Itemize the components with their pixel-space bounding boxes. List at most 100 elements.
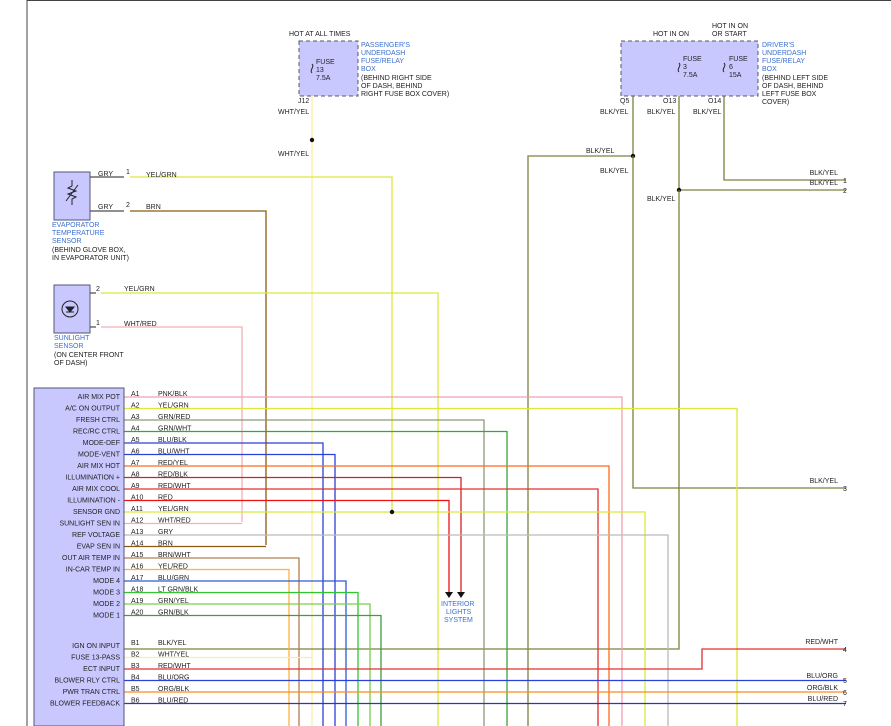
ecu-label-a20: MODE 1 — [93, 613, 120, 620]
pin-a8: A8 — [131, 472, 140, 479]
right-wire-label-3: BLK/YEL — [810, 478, 839, 485]
right-wire-number-5: 5 — [843, 678, 847, 685]
evap-note-2: IN EVAPORATOR UNIT) — [52, 255, 129, 262]
ecu-label-a2: A/C ON OUTPUT — [65, 406, 121, 413]
wire-label-a3: GRN/RED — [158, 414, 190, 421]
driver-box-title-2: UNDERDASH — [762, 50, 806, 57]
driver-wire-label-1: BLK/YEL — [600, 109, 629, 116]
sunlight-note-1: (ON CENTER FRONT — [54, 352, 124, 359]
wire-label-a4: GRN/WHT — [158, 426, 192, 433]
wire-label-b4: BLU/ORG — [158, 675, 190, 682]
pin-b6: B6 — [131, 698, 140, 705]
driver-wire-label-2: BLK/YEL — [647, 109, 676, 116]
ecu-label-b5: PWR TRAN CTRL — [63, 689, 121, 696]
climate-control-unit — [33, 387, 125, 726]
pin-a19: A19 — [131, 598, 144, 605]
evap-pin2-number: 2 — [126, 202, 130, 209]
fuse6-name: FUSE — [729, 56, 748, 63]
right-wire-number-2: 2 — [843, 188, 847, 195]
wire-A10 — [124, 499, 450, 596]
wire-label-a18: LT GRN/BLK — [158, 587, 199, 594]
hot-in-on-label: HOT IN ON — [653, 31, 689, 38]
pin-a5: A5 — [131, 437, 140, 444]
pin-a18: A18 — [131, 587, 144, 594]
wire-B3 — [124, 648, 846, 670]
wire-q5-blk-yel — [527, 96, 634, 726]
pin-a15: A15 — [131, 552, 144, 559]
wire-label-a14: BRN — [158, 541, 173, 548]
splice-sensor-gnd — [389, 509, 395, 515]
connector-o13: O13 — [663, 98, 676, 105]
wire-A17 — [124, 580, 347, 726]
wire-label-wht-yel-2: WHT/YEL — [278, 151, 309, 158]
right-wire-label-6: ORG/BLK — [807, 685, 838, 692]
wire-A2 — [124, 407, 738, 726]
wire-A20 — [124, 614, 382, 726]
ecu-label-a7: AIR MIX HOT — [77, 463, 121, 470]
pin-b4: B4 — [131, 675, 140, 682]
pin-a4: A4 — [131, 426, 140, 433]
driver-box-note-3: LEFT FUSE BOX — [762, 91, 817, 98]
right-wire-number-6: 6 — [843, 690, 847, 697]
passenger-box-note-2: OF DASH, BEHIND — [361, 83, 422, 90]
diode-icon — [64, 306, 76, 313]
pin-a14: A14 — [131, 541, 144, 548]
thermistor-icon — [65, 180, 79, 205]
sun-pin1-number: 1 — [96, 320, 100, 327]
hot-in-on-start-label-1: HOT IN ON — [712, 23, 748, 30]
wire-label-a16: YEL/RED — [158, 564, 188, 571]
ecu-label-a5: MODE-DEF — [83, 440, 120, 447]
driver-wire-label-5: BLK/YEL — [600, 168, 629, 175]
passenger-box-title-2: UNDERDASH — [361, 50, 405, 57]
wire-evap-yel-grn — [130, 176, 393, 511]
ecu-label-a19: MODE 2 — [93, 601, 120, 608]
wire-A13 — [124, 534, 669, 726]
wire-blk-yel-1 — [723, 96, 846, 181]
fuse3-symbol-icon — [677, 62, 681, 73]
sun-pin2-number: 2 — [96, 286, 100, 293]
wire-label-a19: GRN/YEL — [158, 598, 189, 605]
right-wire-number-1: 1 — [843, 178, 847, 185]
fuse13-amp: 7.5A — [316, 75, 331, 82]
pin-a1: A1 — [131, 391, 140, 398]
fuse3-amp: 7.5A — [683, 72, 698, 79]
right-edge-labels: BLK/YEL1BLK/YEL2BLK/YEL3RED/WHT4BLU/ORG5… — [805, 170, 847, 708]
fuse6-number: 6 — [729, 64, 733, 71]
wire-A8 — [124, 476, 462, 596]
ecu-label-a3: FRESH CTRL — [76, 417, 120, 424]
ecu-label-b3: ECT INPUT — [83, 666, 121, 673]
splice-wht-yel — [309, 137, 315, 143]
ecu-label-a11: SENSOR GND — [73, 509, 120, 516]
ecu-label-a1: AIR MIX POT — [78, 394, 121, 401]
wire-sun-yel-grn — [101, 292, 439, 726]
wire-label-a7: RED/YEL — [158, 460, 188, 467]
right-wire-number-4: 4 — [843, 647, 847, 654]
wire-A11-ext — [392, 511, 646, 726]
evap-pin1-wire: YEL/GRN — [146, 172, 177, 179]
wire-A19 — [124, 603, 371, 726]
wire-A9 — [124, 488, 599, 726]
evap-pin2-color: GRY — [98, 204, 113, 211]
wire-label-a9: RED/WHT — [158, 483, 191, 490]
ecu-label-b1: IGN ON INPUT — [72, 643, 121, 650]
interior-lights-label-3: SYSTEM — [444, 617, 473, 624]
wire-label-a13: GRY — [158, 529, 173, 536]
wire-label-a17: BLU/GRN — [158, 575, 189, 582]
arrow-icon — [457, 592, 465, 598]
wire-A1 — [124, 396, 623, 726]
passenger-box-title-1: PASSENGER'S — [361, 42, 410, 49]
ecu-label-a13: REF VOLTAGE — [72, 532, 120, 539]
ecu-label-a9: AIR MIX COOL — [72, 486, 120, 493]
wire-A18 — [124, 591, 359, 726]
ecu-label-a12: SUNLIGHT SEN IN — [59, 521, 120, 528]
evap-title-3: SENSOR — [52, 238, 82, 245]
fuse13-symbol-icon — [310, 63, 314, 74]
sunlight-title-1: SUNLIGHT — [54, 335, 90, 342]
pin-a7: A7 — [131, 460, 140, 467]
pin-a13: A13 — [131, 529, 144, 536]
ecu-label-a4: REC/RC CTRL — [73, 429, 120, 436]
hot-at-all-times-label: HOT AT ALL TIMES — [289, 31, 351, 38]
evap-title-2: TEMPERATURE — [52, 230, 105, 237]
driver-box-note-2: OF DASH, BEHIND — [762, 83, 823, 90]
